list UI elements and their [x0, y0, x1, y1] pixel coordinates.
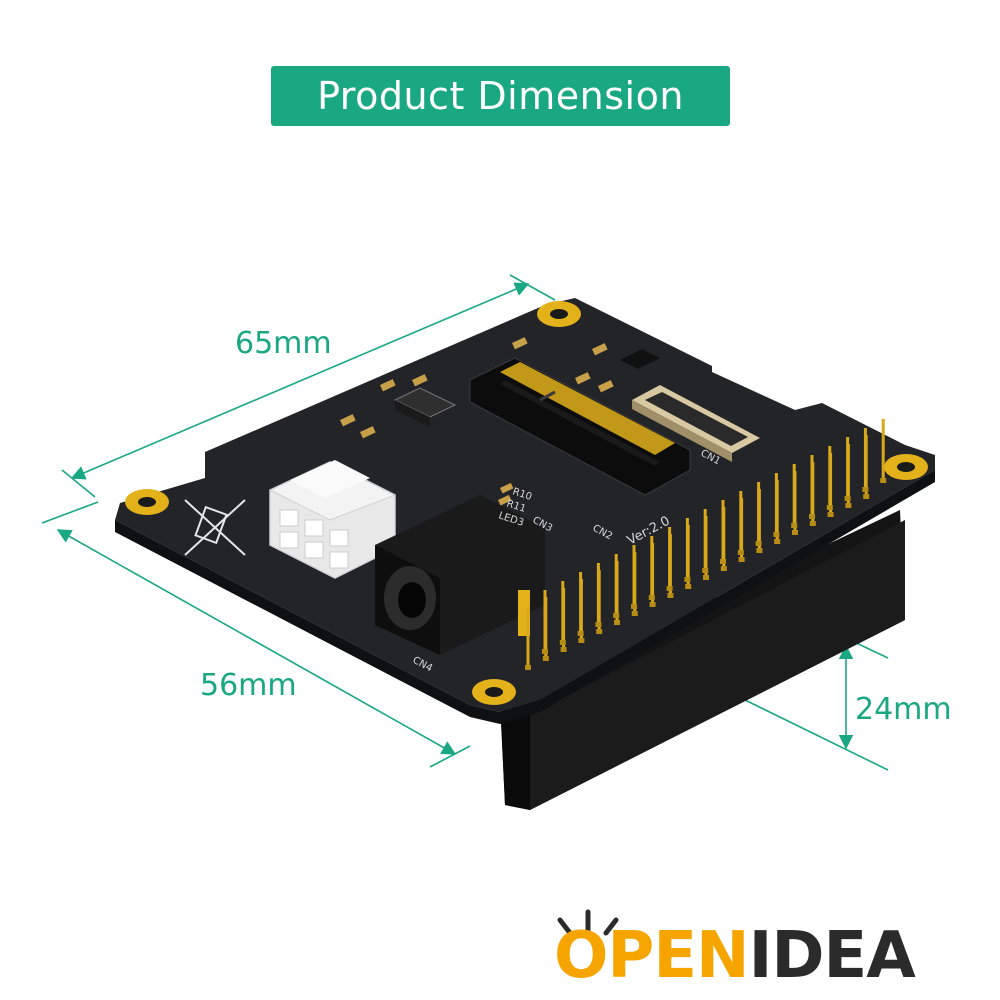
mounting-hole [472, 679, 516, 705]
gpio-pin-base [578, 638, 585, 643]
mounting-hole [537, 301, 581, 327]
gpio-pin-base [577, 631, 584, 636]
openidea-logo: OPENIDEA [548, 900, 1000, 1000]
gpio-pin-base [559, 640, 566, 645]
gpio-pin-base [720, 566, 727, 571]
mounting-holes [125, 301, 928, 705]
title-banner: Product Dimension [271, 66, 730, 126]
length-dimension-line [70, 282, 530, 480]
gpio-pin-base [596, 629, 603, 634]
gpio-pin-base [614, 620, 620, 625]
width-extension-line [429, 745, 471, 768]
gpio-pin-base [542, 649, 548, 654]
gpio-pin-base [845, 503, 852, 508]
height-label: 24mm [855, 692, 952, 727]
gpio-pin-base [773, 532, 780, 537]
gpio-pin-base [809, 514, 815, 519]
gpio-pin-base [525, 665, 531, 670]
gpio-pin-base [756, 548, 763, 553]
width-label: 56mm [200, 668, 297, 703]
gpio-pin-base [862, 487, 869, 492]
width-dimension-line [56, 529, 457, 755]
gpio-pins [525, 419, 887, 670]
page-title: Product Dimension [317, 74, 684, 118]
gpio-pin-base [542, 656, 549, 661]
gpio-pin-base [720, 559, 726, 564]
gpio-header-block [500, 510, 905, 810]
gpio-pin-base [755, 541, 762, 546]
gpio-pin-base [684, 577, 691, 582]
pcie-power-connector [269, 460, 396, 579]
gpio-pin-base [792, 530, 798, 535]
gpio-pin-base [844, 496, 851, 501]
gpio-pin-base [809, 521, 816, 526]
gpio-pin-base [738, 557, 745, 562]
gpio-pin-base [702, 568, 709, 573]
gpio-pin-base [827, 512, 834, 517]
ffc-connector [632, 385, 760, 462]
gpio-pin-base [880, 478, 887, 483]
gpio-pin-base [737, 550, 744, 555]
inductor [393, 387, 457, 427]
gpio-pin-base [774, 539, 781, 544]
gpio-pin-base [666, 586, 673, 591]
width-extension-line [41, 501, 99, 524]
gpio-pin-base [613, 613, 620, 618]
gpio-pin-base [703, 575, 709, 580]
gpio-pin-base [560, 647, 567, 652]
pcb-board [115, 298, 935, 724]
gpio-pin-base [791, 523, 798, 528]
dc-power-jack [375, 495, 545, 655]
smd-components [340, 337, 614, 506]
weee-recycle-icon [184, 499, 246, 556]
gpio-pin-base [826, 505, 833, 510]
ic-chip [620, 349, 660, 369]
gpio-pin-base [863, 494, 870, 499]
length-label: 65mm [235, 326, 332, 361]
gpio-pin-base [649, 602, 656, 607]
length-extension-line [61, 469, 96, 498]
gpio-pin-base [667, 593, 674, 598]
gpio-pin-base [631, 604, 637, 609]
length-extension-line [509, 274, 556, 301]
logo-text: OPENIDEA [554, 924, 916, 988]
logo-open: OPEN [554, 919, 750, 993]
height-extension-line [744, 699, 889, 771]
logo-idea: IDEA [748, 919, 916, 993]
sun-rays-icon [557, 909, 619, 936]
gpio-pin-base [595, 622, 602, 627]
mounting-hole [125, 489, 169, 515]
pcie-slot [469, 357, 691, 496]
gpio-pin-base [631, 611, 638, 616]
gpio-pin-base [648, 595, 655, 600]
gpio-pin-base [685, 584, 692, 589]
product-illustration: Ver:2.0 CN1 CN2 CN3 CN4 R10 R11 LED3 [41, 274, 935, 810]
mounting-hole [884, 454, 928, 480]
